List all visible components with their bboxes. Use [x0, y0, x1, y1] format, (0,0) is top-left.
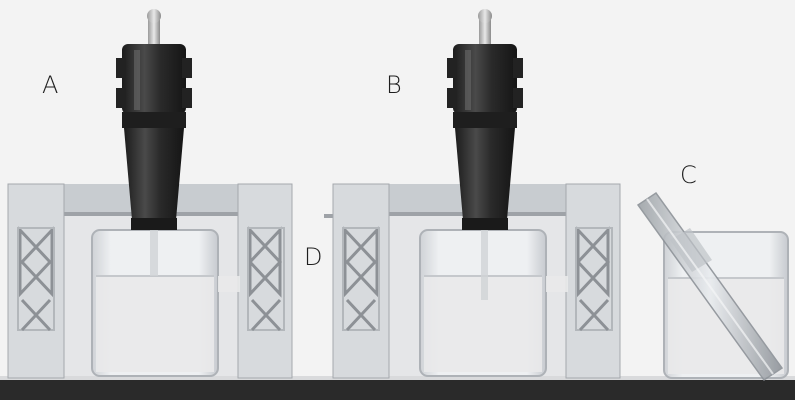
- beaker-a: [91, 229, 240, 377]
- beaker-b: [419, 229, 568, 377]
- liquid-a: [96, 276, 214, 372]
- probe-b: [447, 9, 523, 300]
- label-a: A: [42, 71, 59, 99]
- frame-side-panel-a-right: [237, 183, 293, 379]
- label-d: D: [304, 243, 323, 271]
- frame-side-panel-a-left: [7, 183, 65, 379]
- station-a: [7, 9, 293, 379]
- station-c: [636, 191, 789, 382]
- base-rail: [0, 379, 795, 400]
- tilted-tube-c: [636, 191, 784, 382]
- probe-a: [116, 9, 192, 276]
- frame-side-panel-b-right: [565, 183, 621, 379]
- frame-side-panel-b-left: [332, 183, 390, 379]
- label-c: C: [680, 161, 697, 189]
- station-b: [324, 9, 621, 379]
- label-b: B: [386, 71, 402, 99]
